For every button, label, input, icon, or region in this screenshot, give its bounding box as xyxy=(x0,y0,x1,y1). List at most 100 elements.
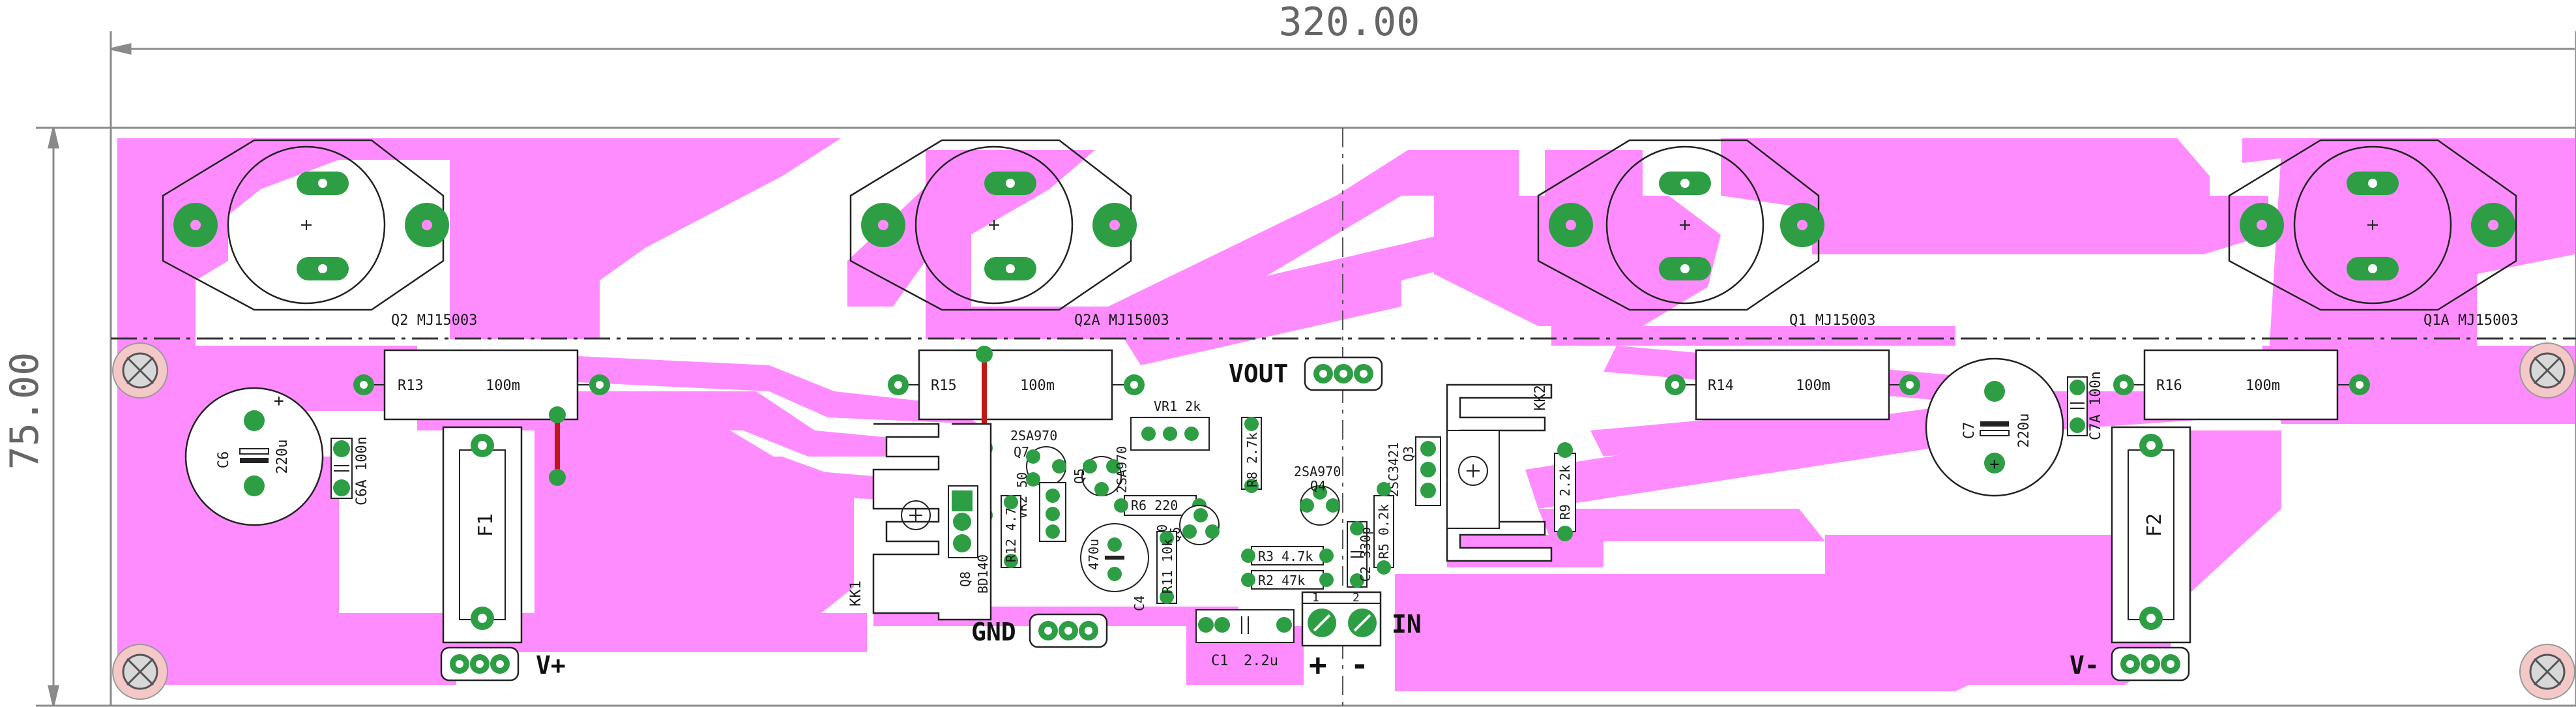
capacitor-c4: 470u C4 xyxy=(1080,523,1149,611)
capacitor-c7a: C7A 100n xyxy=(2067,371,2104,440)
capacitor-c7: C7 220u + xyxy=(1925,357,2064,497)
q5-ref: Q5 xyxy=(1072,468,1087,484)
c7a-value: 100n xyxy=(2088,371,2104,406)
mounting-holes xyxy=(112,342,2575,700)
q2-ref: Q2 xyxy=(391,312,409,329)
r16-value: 100m xyxy=(2246,378,2280,394)
jumper-pad xyxy=(549,469,566,486)
resistor-r9: R9 2.2k xyxy=(1554,442,1576,541)
c7a-label: C7A 100n xyxy=(2088,371,2104,440)
q1a-value: MJ15003 xyxy=(2458,312,2519,329)
trimmer-vr2: VR2 50 xyxy=(1014,472,1066,542)
kk1-label: KK1 xyxy=(848,580,864,607)
c4-value: 470u xyxy=(1086,539,1102,570)
capacitor-c1: C1 2.2u xyxy=(1195,609,1295,669)
r14-value: 100m xyxy=(1796,378,1830,394)
heatsink-kk1: KK1 Q8 BD140 xyxy=(848,423,992,621)
c1-ref: C1 xyxy=(1211,653,1229,669)
gnd-label: GND xyxy=(971,618,1016,646)
q1-value: MJ15003 xyxy=(1815,312,1876,329)
r3-label: R3 4.7k xyxy=(1258,549,1313,564)
c6-ref: C6 xyxy=(216,451,232,469)
c6a-label: C6A 100n xyxy=(354,436,370,505)
r14-ref: R14 xyxy=(1708,378,1734,394)
resistor-r16: R16 100m xyxy=(2113,349,2370,421)
r5-label: R5 0.2k xyxy=(1376,504,1392,559)
resistor-r15: R15 100m xyxy=(888,349,1145,421)
svg-text:Q2 MJ15003: Q2 MJ15003 xyxy=(391,312,477,329)
svg-text:+: + xyxy=(274,391,284,411)
q8-type: BD140 xyxy=(975,554,991,594)
connectors: VOUT GND V+ V- 1 2 xyxy=(440,356,2190,682)
resistor-r13: R13 100m xyxy=(353,349,610,421)
transistor-q2-footprint xyxy=(162,139,449,311)
r13-ref: R13 xyxy=(398,378,424,394)
resistor-r12: R12 4.7 xyxy=(1001,495,1021,568)
mounting-hole-bottom-left xyxy=(112,644,168,700)
q8-ref: Q8 xyxy=(958,571,973,587)
in-pin1-label: 1 xyxy=(1312,591,1319,605)
r12-label: R12 4.7 xyxy=(1003,507,1019,562)
transistor-q1-footprint xyxy=(1537,139,1824,311)
fuses: F1 F2 xyxy=(442,426,2191,644)
in-label: IN xyxy=(1392,610,1422,639)
transistor-q1a-footprint xyxy=(2228,139,2517,311)
to3-footprints xyxy=(162,139,2517,311)
mounting-hole-top-left xyxy=(112,342,168,399)
capacitor-c2: C2 330p xyxy=(1347,521,1373,588)
resistor-r2: R2 47k xyxy=(1241,570,1334,590)
resistor-r11: R11 10k xyxy=(1156,531,1177,604)
connector-gnd[interactable]: GND xyxy=(971,613,1108,648)
fuse-f1: F1 xyxy=(442,426,523,644)
in-minus-label: - xyxy=(1351,647,1369,682)
heatsink-kk2: KK2 Q3 2SC3421 xyxy=(1386,384,1553,562)
connector-in[interactable]: 1 2 IN + - xyxy=(1301,591,1422,682)
r11-label: R11 10k xyxy=(1160,539,1175,594)
f1-label: F1 xyxy=(475,513,497,537)
small-signal-section: 2SA970 Q7 VR2 50 R12 4.7 Q5 2SA970 VR1 2… xyxy=(1001,399,1394,669)
vr1-label: VR1 2k xyxy=(1154,399,1201,414)
transistor-q2a-footprint xyxy=(849,139,1137,311)
fuse-f2: F2 xyxy=(2111,426,2191,644)
trimmer-vr1: VR1 2k xyxy=(1130,399,1210,451)
mounting-hole-top-right xyxy=(2519,342,2575,399)
connector-vminus[interactable]: V- xyxy=(2070,646,2190,682)
transistor-q4: 2SA970 Q4 xyxy=(1294,464,1341,526)
c6a-value: 100n xyxy=(354,436,370,471)
r16-ref: R16 xyxy=(2156,378,2182,394)
resistor-r3: R3 4.7k xyxy=(1241,546,1334,565)
q4-type: 2SA970 xyxy=(1294,464,1341,479)
q2a-value: MJ15003 xyxy=(1109,312,1169,329)
height-dimension-label: 75.00 xyxy=(2,352,48,470)
svg-text:Q2A MJ15003: Q2A MJ15003 xyxy=(1074,312,1169,329)
vplus-label: V+ xyxy=(536,651,566,680)
q4-ref: Q4 xyxy=(1310,478,1326,494)
q2a-ref: Q2A xyxy=(1074,312,1100,329)
vminus-label: V- xyxy=(2070,651,2100,680)
q2-value: MJ15003 xyxy=(417,312,478,329)
power-resistors: R13 100m R15 100m R14 100m R16 100m xyxy=(353,349,2370,421)
copper-layer xyxy=(117,138,2575,691)
svg-text:Q1A MJ15003: Q1A MJ15003 xyxy=(2423,312,2519,329)
q7-type: 2SA970 xyxy=(1010,428,1057,444)
c7-value: 220u xyxy=(2016,414,2032,448)
resistor-r14: R14 100m xyxy=(1665,349,1920,421)
kk2-label: KK2 xyxy=(1532,385,1549,411)
c7-ref: C7 xyxy=(1961,422,1978,440)
r9-label: R9 2.2k xyxy=(1557,465,1573,520)
supply-capacitors: C6 220u + C6A 100n C7 220u + C7A 100n xyxy=(184,357,2104,526)
c2-label: C2 330p xyxy=(1358,527,1373,582)
r8-label: R8 2.7k xyxy=(1244,432,1260,487)
f2-label: F2 xyxy=(2143,513,2166,537)
c6a-ref: C6A xyxy=(354,479,370,505)
connector-vout[interactable]: VOUT xyxy=(1229,356,1383,391)
transistor-labels: Q2 MJ15003 Q2A MJ15003 Q1 MJ15003 Q1A MJ… xyxy=(391,312,2519,329)
r15-value: 100m xyxy=(1020,378,1055,394)
r2-label: R2 47k xyxy=(1258,573,1305,588)
transistor-q5: Q5 2SA970 xyxy=(1072,446,1130,496)
resistor-r5: R5 0.2k xyxy=(1373,482,1394,575)
capacitor-c6a: C6A 100n xyxy=(330,436,370,505)
connector-vplus[interactable]: V+ xyxy=(440,646,566,682)
c1-value: 2.2u xyxy=(1244,653,1278,669)
q5-type: 2SA970 xyxy=(1114,446,1130,493)
